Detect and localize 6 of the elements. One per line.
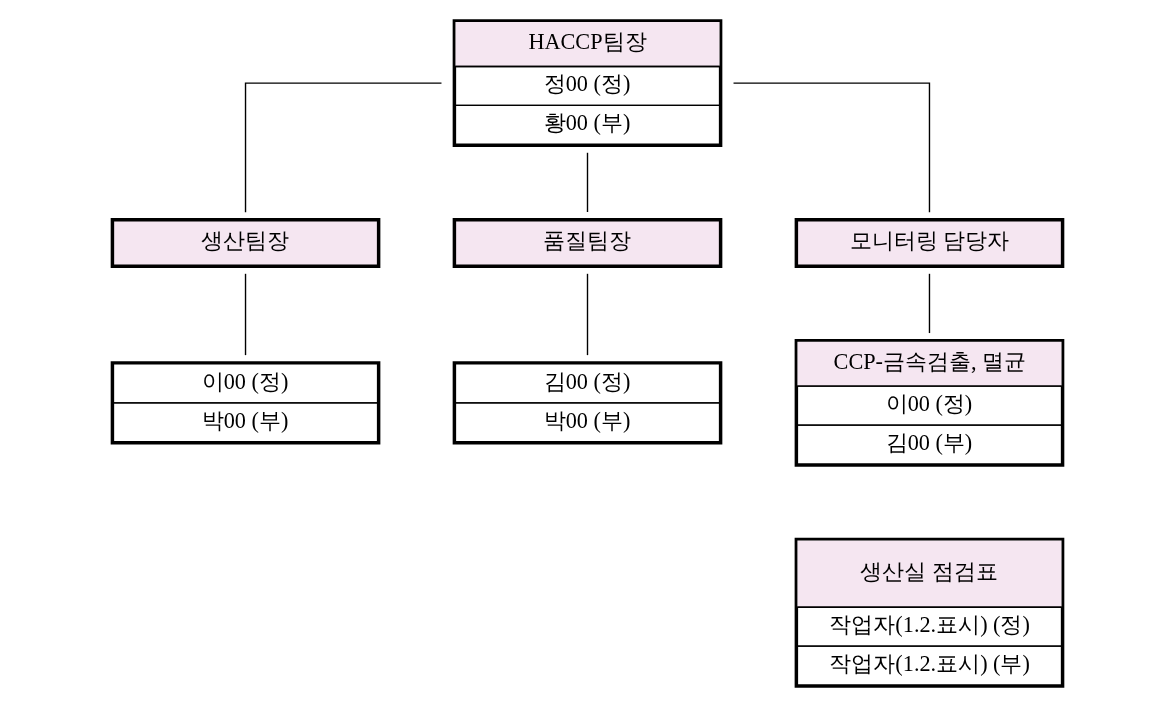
connector — [244, 273, 247, 356]
connector — [586, 273, 589, 356]
connector — [928, 273, 931, 334]
connector — [244, 82, 443, 213]
connector — [732, 82, 931, 213]
connector — [586, 152, 589, 213]
